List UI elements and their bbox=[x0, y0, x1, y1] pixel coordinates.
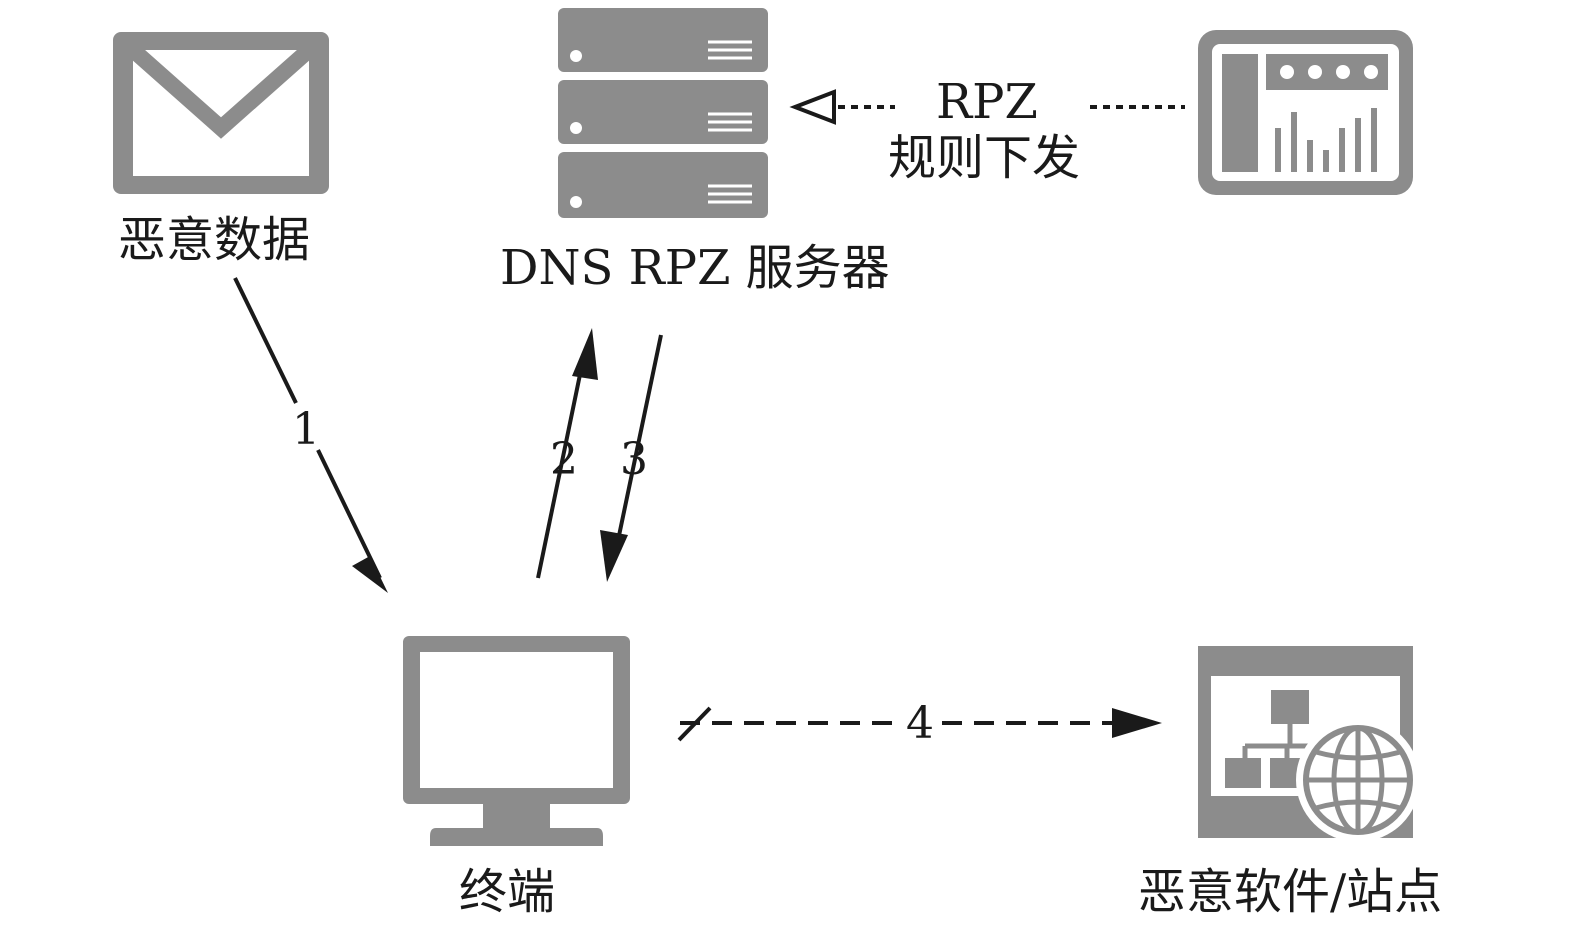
edge-step1 bbox=[233, 277, 388, 593]
edge-step2 bbox=[536, 328, 598, 579]
server-stack-icon bbox=[558, 8, 768, 218]
edge-rpz-push bbox=[789, 89, 1185, 125]
dashboard-panel-icon bbox=[1198, 30, 1413, 195]
rpz-push-line2: 规则下发 bbox=[888, 130, 1081, 186]
step2-label: 2 bbox=[550, 434, 578, 485]
malicious-data-label: 恶意数据 bbox=[118, 212, 311, 268]
mail-icon bbox=[113, 32, 329, 194]
edge-step3 bbox=[600, 334, 663, 582]
terminal-label: 终端 bbox=[459, 864, 556, 920]
rpz-push-line1: RPZ bbox=[936, 74, 1038, 130]
edge-step4 bbox=[677, 706, 1162, 742]
step4-label: 4 bbox=[906, 698, 934, 749]
malware-site-label: 恶意软件/站点 bbox=[1138, 864, 1443, 920]
step1-label: 1 bbox=[292, 404, 320, 455]
dns-server-label: DNS RPZ 服务器 bbox=[500, 240, 890, 296]
step3-label: 3 bbox=[620, 434, 648, 485]
monitor-icon bbox=[403, 636, 630, 846]
website-globe-icon bbox=[1198, 646, 1420, 842]
